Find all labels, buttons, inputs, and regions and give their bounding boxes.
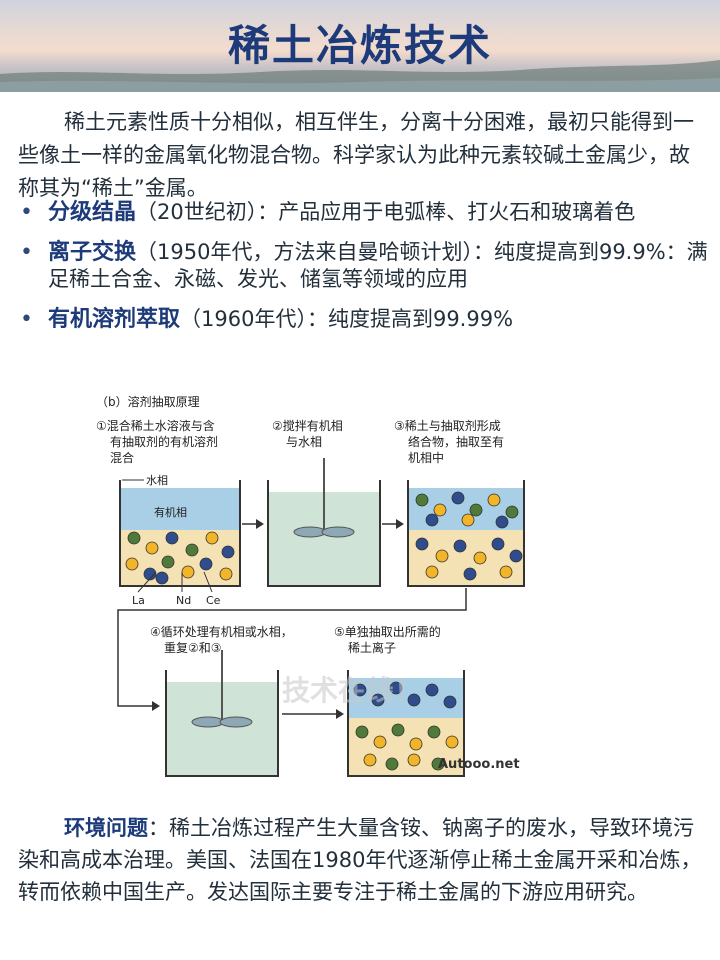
ion-ball: [165, 531, 179, 545]
list-item: • 离子交换（1950年代，方法来自曼哈顿计划）：纯度提高到99.9%：满足稀土合…: [18, 239, 708, 293]
ion-ball: [473, 551, 487, 565]
step4-label: ④循环处理有机相或水相， 重复②和③: [150, 625, 297, 655]
method-term: 离子交换: [48, 240, 137, 265]
ion-ball: [145, 541, 159, 555]
arrow-right-icon: [242, 519, 264, 529]
ion-ball: [425, 513, 439, 527]
ion-ball: [125, 557, 139, 571]
ion-ball: [389, 681, 403, 695]
ion-ball: [491, 537, 505, 551]
title-banner: 稀土冶炼技术: [0, 0, 720, 92]
ion-ball: [155, 571, 169, 585]
watermark-brand: 技术在线！: [282, 674, 422, 707]
ion-ball: [509, 549, 523, 563]
water-phase-label: 水相: [146, 474, 168, 487]
environment-text: ：稀土冶炼过程产生大量含铵、钠离子的废水，导致环境污染和高成本治理。美国、法国在…: [18, 816, 702, 904]
arrow-right-icon: [282, 709, 344, 719]
ion-ball: [445, 735, 459, 749]
ion-ball: [205, 531, 219, 545]
tank-5: [347, 670, 465, 777]
ion-ball: [495, 515, 509, 529]
method-text: （1960年代）：纯度提高到99.99%: [180, 307, 514, 331]
step2-label: ②搅拌有机相 与水相: [272, 418, 347, 449]
ion-ball: [373, 735, 387, 749]
ion-ball: [415, 537, 429, 551]
ion-ball: [409, 737, 423, 751]
ion-ball: [453, 539, 467, 553]
tank-2: [267, 458, 381, 587]
environment-term: 环境问题: [64, 816, 148, 840]
arrow-right-icon: [382, 519, 404, 529]
ion-ball: [143, 567, 157, 581]
diagram-header: （b）溶剂抽取原理: [96, 394, 200, 409]
ion-ball: [433, 503, 447, 517]
step1-label: ①混合稀土水溶液与含 有抽取剂的有机溶剂 混合: [96, 418, 222, 465]
ion-ball: [185, 543, 199, 557]
source-credit: Autooo.net: [438, 757, 520, 772]
environment-paragraph: 环境问题：稀土冶炼过程产生大量含铵、钠离子的废水，导致环境污染和高成本治理。美国…: [18, 812, 706, 908]
flow-connector: [117, 588, 467, 711]
ion-ball: [353, 683, 367, 697]
method-list: • 分级结晶（20世纪初）：产品应用于电弧棒、打火石和玻璃着色 • 离子交换（195…: [18, 199, 708, 346]
list-item: • 有机溶剂萃取（1960年代）：纯度提高到99.99%: [18, 306, 708, 333]
method-text: （20世纪初）：产品应用于电弧棒、打火石和玻璃着色: [136, 200, 636, 224]
step3-label: ③稀土与抽取剂形成 络合物，抽取至有 机相中: [394, 418, 508, 465]
ion-ball: [469, 503, 483, 517]
ion-ball: [443, 695, 457, 709]
ion-ball: [221, 545, 235, 559]
step5-label: ⑤单独抽取出所需的 稀土离子: [334, 624, 445, 655]
intro-paragraph: 稀土元素性质十分相似，相互伴生，分离十分困难，最初只能得到一些像土一样的金属氧化…: [18, 110, 694, 200]
ion-ball: [499, 565, 513, 579]
list-item: • 分级结晶（20世纪初）：产品应用于电弧棒、打火石和玻璃着色: [18, 199, 708, 226]
ion-ball: [355, 725, 369, 739]
page-title: 稀土冶炼技术: [227, 21, 492, 70]
diagram-svg: （b）溶剂抽取原理 ①混合稀土水溶液与含 有抽取剂的有机溶剂 混合 ②搅拌有机相…: [96, 394, 525, 777]
solvent-extraction-diagram: （b）溶剂抽取原理 ①混合稀土水溶液与含 有抽取剂的有机溶剂 混合 ②搅拌有机相…: [92, 388, 542, 780]
ion-ball: [363, 753, 377, 767]
ion-ball: [487, 493, 501, 507]
nd-label: Nd: [176, 594, 191, 607]
organic-phase-label: 有机相: [154, 505, 187, 519]
ion-ball: [435, 549, 449, 563]
tank-4: [165, 650, 279, 777]
bullet-icon: •: [20, 200, 33, 225]
ion-ball: [407, 693, 421, 707]
ion-ball: [461, 513, 475, 527]
ion-ball: [371, 693, 385, 707]
ion-ball: [425, 565, 439, 579]
ion-ball: [451, 491, 465, 505]
ce-label: Ce: [206, 594, 221, 607]
ion-ball: [127, 531, 141, 545]
ion-ball: [385, 757, 399, 771]
ion-ball: [431, 757, 445, 771]
ion-ball: [415, 493, 429, 507]
ion-ball: [219, 567, 233, 581]
landscape-hills: [0, 60, 720, 92]
ion-ball: [181, 565, 195, 579]
ion-ball: [161, 555, 175, 569]
ion-ball: [407, 753, 421, 767]
ion-ball: [463, 567, 477, 581]
ion-ball: [427, 725, 441, 739]
method-term: 有机溶剂萃取: [48, 307, 181, 332]
la-label: La: [132, 594, 145, 607]
bullet-icon: •: [20, 240, 33, 265]
bullet-icon: •: [20, 307, 33, 332]
tank-3: [407, 480, 525, 587]
ion-ball: [425, 683, 439, 697]
ion-ball: [505, 505, 519, 519]
tank-1: 水相 有机相: [119, 474, 241, 587]
ion-ball: [199, 557, 213, 571]
method-term: 分级结晶: [48, 200, 137, 225]
method-text: （1950年代，方法来自曼哈顿计划）：纯度提高到99.9%：满足稀土合金、永磁、…: [48, 240, 708, 291]
ion-ball: [391, 723, 405, 737]
